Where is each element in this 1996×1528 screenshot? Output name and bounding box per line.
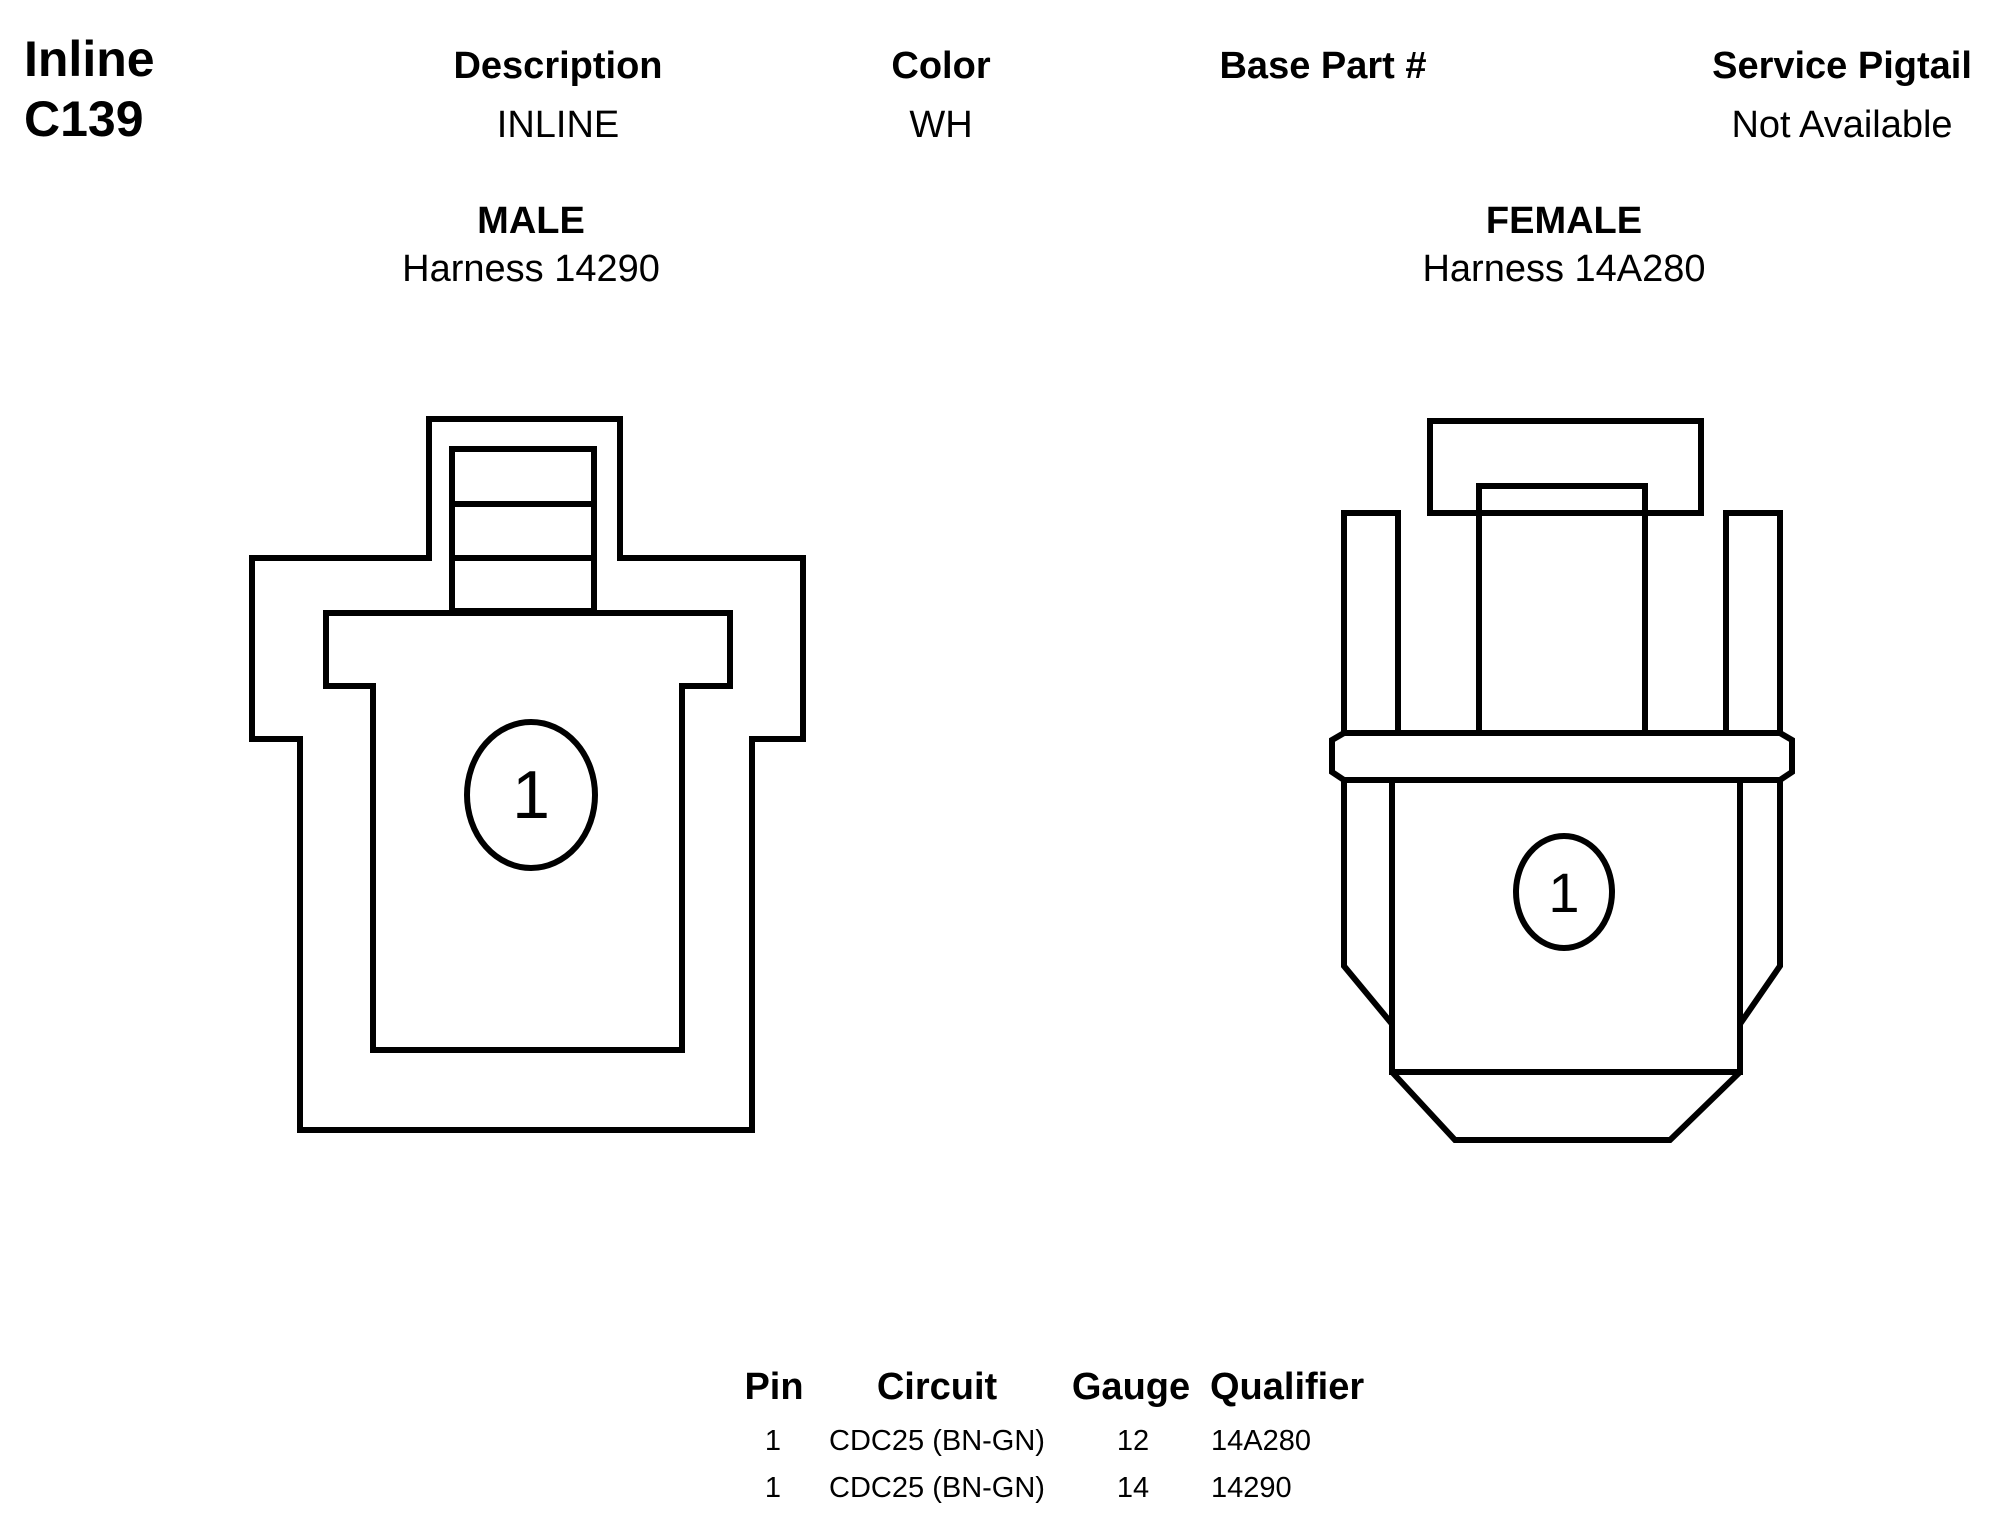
female-connector-face: 1 [1329, 418, 1795, 1143]
male-title: MALE [477, 200, 585, 242]
female-harness: Harness 14A280 [1422, 248, 1706, 290]
row-circuit: CDC25 (BN-GN) [829, 1425, 1045, 1457]
row-qualifier: 14A280 [1211, 1425, 1311, 1457]
row-gauge: 12 [1116, 1425, 1150, 1457]
pin-column-header: Pin [744, 1366, 804, 1408]
female-main-body [1389, 780, 1743, 1075]
female-left-post [1341, 510, 1401, 733]
row-pin: 1 [764, 1472, 782, 1504]
row-circuit: CDC25 (BN-GN) [829, 1472, 1045, 1504]
female-title: FEMALE [1485, 200, 1643, 242]
service-pigtail-label: Service Pigtail [1712, 45, 1972, 87]
male-pin-number: 1 [512, 757, 550, 833]
male-latch-window [449, 446, 597, 614]
female-bottom-bevel [1389, 1069, 1743, 1143]
female-right-post [1723, 510, 1783, 733]
qualifier-column-header: Qualifier [1210, 1366, 1365, 1408]
male-harness: Harness 14290 [402, 248, 660, 290]
female-pin-circle [1513, 833, 1615, 951]
color-value: WH [909, 104, 973, 146]
row-qualifier: 14290 [1211, 1472, 1292, 1504]
female-right-wing [1737, 780, 1783, 1034]
description-label: Description [453, 45, 663, 87]
base-part-label: Base Part # [1219, 45, 1427, 87]
row-gauge: 14 [1116, 1472, 1150, 1504]
row-pin: 1 [764, 1425, 782, 1457]
connector-type: Inline [24, 31, 155, 87]
male-inner-body [323, 610, 733, 1053]
female-left-wing [1341, 780, 1395, 1033]
male-connector-face: 1 [249, 416, 806, 1133]
female-latch-stem [1476, 483, 1648, 733]
circuit-column-header: Circuit [876, 1366, 998, 1408]
female-pin-number: 1 [1548, 861, 1579, 924]
description-value: INLINE [496, 104, 620, 146]
color-label: Color [891, 45, 991, 87]
female-collar [1329, 730, 1795, 783]
connector-id: C139 [24, 91, 144, 147]
service-pigtail-value: Not Available [1731, 104, 1953, 146]
female-latch-cap [1427, 418, 1704, 516]
gauge-column-header: Gauge [1071, 1366, 1191, 1408]
male-outer-housing [249, 416, 806, 1133]
male-pin-circle [464, 719, 598, 871]
